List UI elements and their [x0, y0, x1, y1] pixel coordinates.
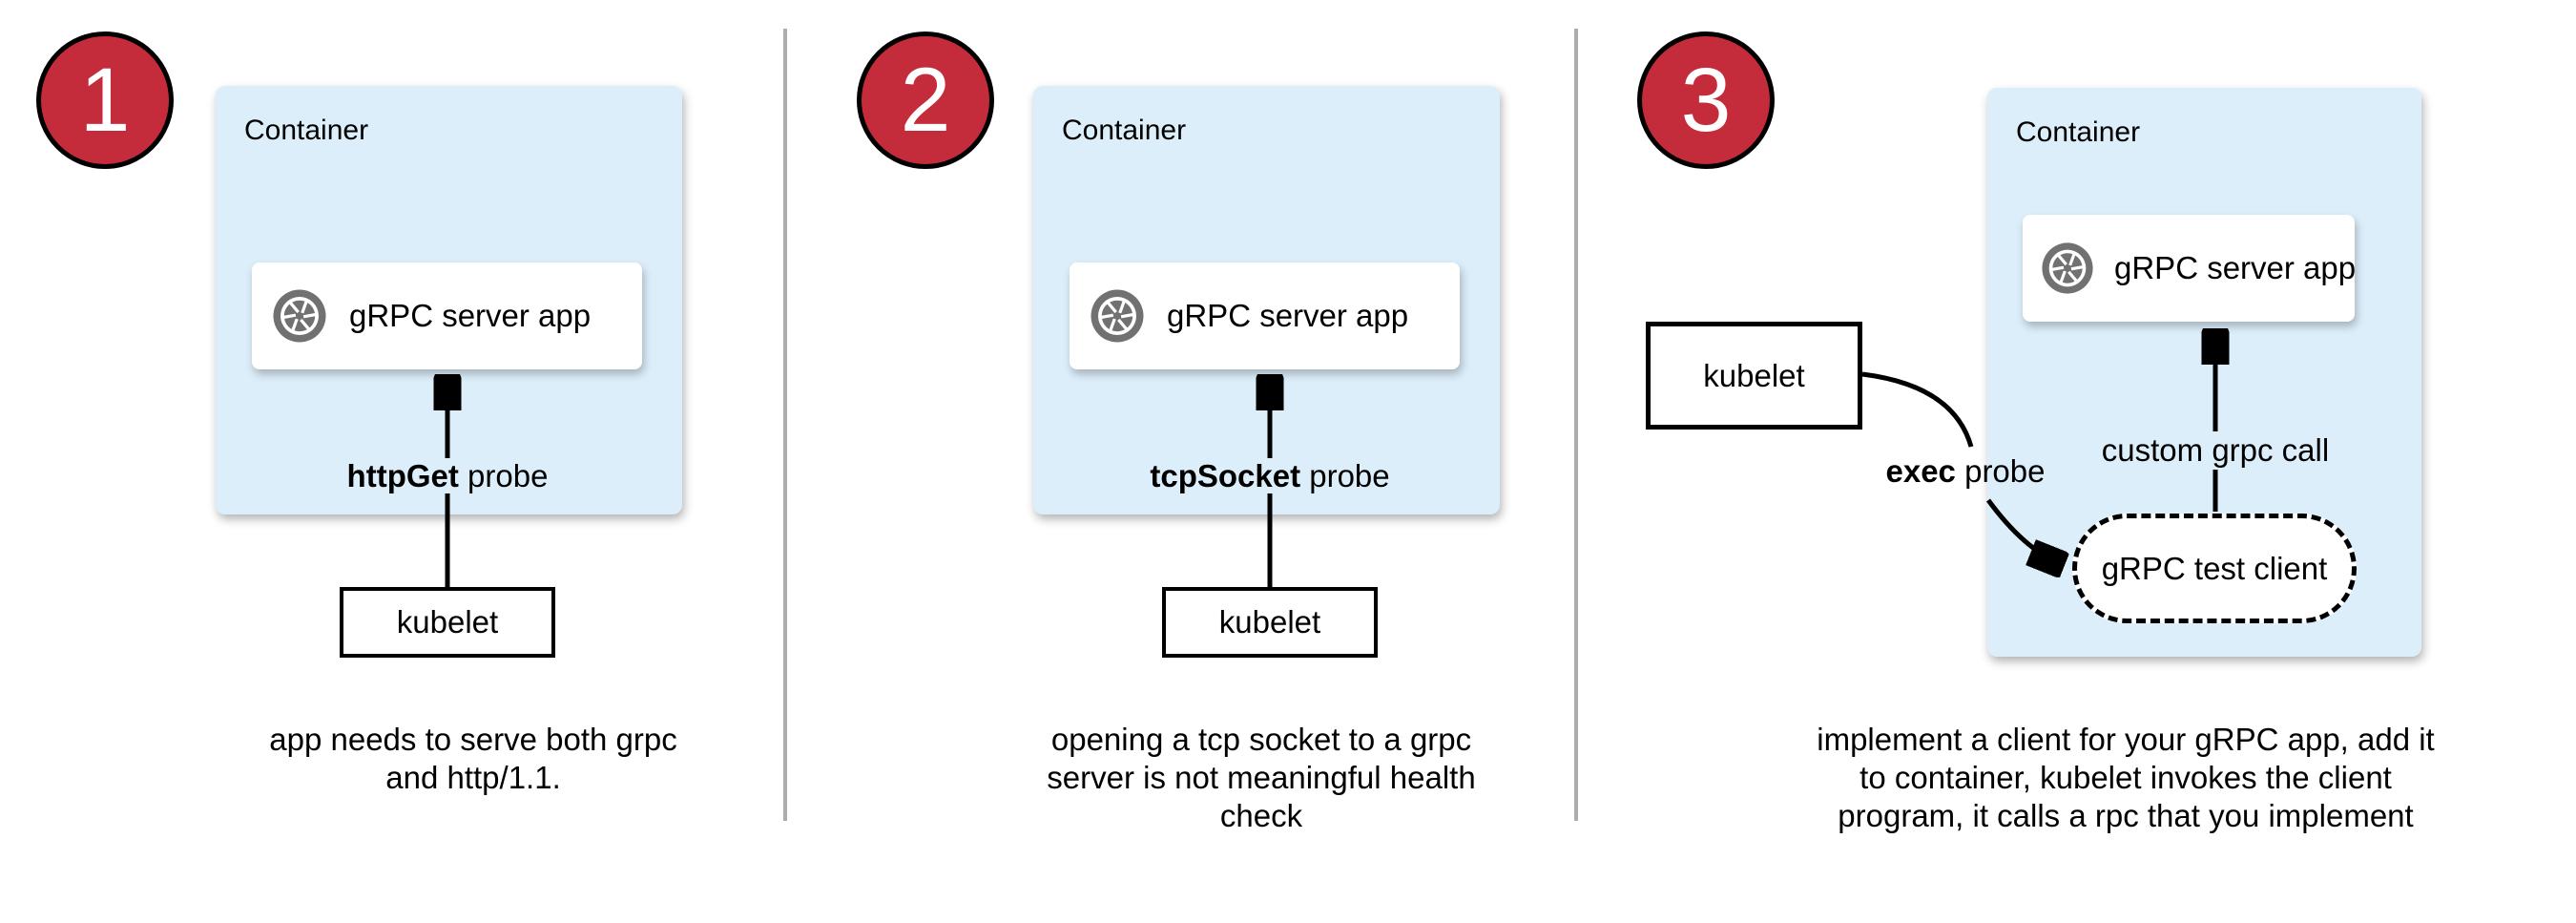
- kubelet-label: kubelet: [1218, 604, 1321, 640]
- container-label: Container: [1062, 115, 1187, 146]
- container-label: Container: [244, 115, 369, 146]
- grpc-server-app-label: gRPC server app: [349, 298, 592, 333]
- caption-step1: app needs to serve both grpc and http/1.…: [187, 721, 759, 797]
- panel-divider-1: [783, 29, 787, 821]
- grpc-server-app-box-step2: gRPC server app: [1070, 262, 1460, 369]
- caption-line: to container, kubelet invokes the client: [1859, 760, 2392, 795]
- caption-line: implement a client for your gRPC app, ad…: [1817, 722, 2435, 757]
- exec-probe-curve-lower: [1985, 498, 2063, 565]
- aperture-icon: [273, 289, 326, 343]
- httpget-probe-label: httpGet probe: [347, 457, 549, 495]
- grpc-server-app-label: gRPC server app: [2114, 250, 2357, 285]
- caption-line: check: [1219, 798, 1303, 833]
- grpc-server-app-box-step3: gRPC server app: [2023, 215, 2357, 322]
- kubelet-box-step1: kubelet: [340, 587, 555, 658]
- panel-divider-2: [1574, 29, 1578, 821]
- caption-step3: implement a client for your gRPC app, ad…: [1797, 721, 2455, 835]
- aperture-icon: [1091, 289, 1144, 343]
- caption-line: opening a tcp socket to a grpc: [1050, 722, 1472, 757]
- kubelet-box-step3: kubelet: [1646, 322, 1862, 430]
- tcpsocket-probe-label: tcpSocket probe: [1150, 457, 1389, 495]
- step-badge-3: 3: [1637, 31, 1775, 169]
- kubelet-label: kubelet: [396, 604, 499, 640]
- probe-word: probe: [458, 458, 549, 493]
- caption-line: program, it calls a rpc that you impleme…: [1838, 798, 2414, 833]
- caption-line: and http/1.1.: [385, 760, 561, 795]
- aperture-icon: [2042, 242, 2093, 294]
- probe-kind: httpGet: [346, 458, 459, 493]
- kubelet-box-step2: kubelet: [1162, 587, 1378, 658]
- grpc-test-client-oval: gRPC test client: [2072, 514, 2357, 623]
- step-badge-2: 2: [857, 31, 994, 169]
- step-badge-1: 1: [36, 31, 174, 169]
- caption-step2: opening a tcp socket to a grpc server is…: [975, 721, 1548, 835]
- container-label: Container: [2016, 116, 2141, 148]
- grpc-server-app-box-step1: gRPC server app: [252, 262, 642, 369]
- probe-word: probe: [1300, 458, 1390, 493]
- probe-kind: exec: [1885, 453, 1956, 489]
- grpc-server-app-label: gRPC server app: [1167, 298, 1409, 333]
- exec-probe-curve-upper: [1861, 371, 1974, 448]
- probe-kind: tcpSocket: [1150, 458, 1301, 493]
- caption-line: app needs to serve both grpc: [269, 722, 677, 757]
- caption-line: server is not meaningful health: [1047, 760, 1476, 795]
- kubelet-label: kubelet: [1703, 357, 1805, 393]
- custom-grpc-call-label: custom grpc call: [2091, 431, 2339, 470]
- probe-word: probe: [1955, 453, 2046, 489]
- grpc-test-client-label: gRPC test client: [2101, 550, 2328, 586]
- exec-probe-label: exec probe: [1886, 452, 2046, 491]
